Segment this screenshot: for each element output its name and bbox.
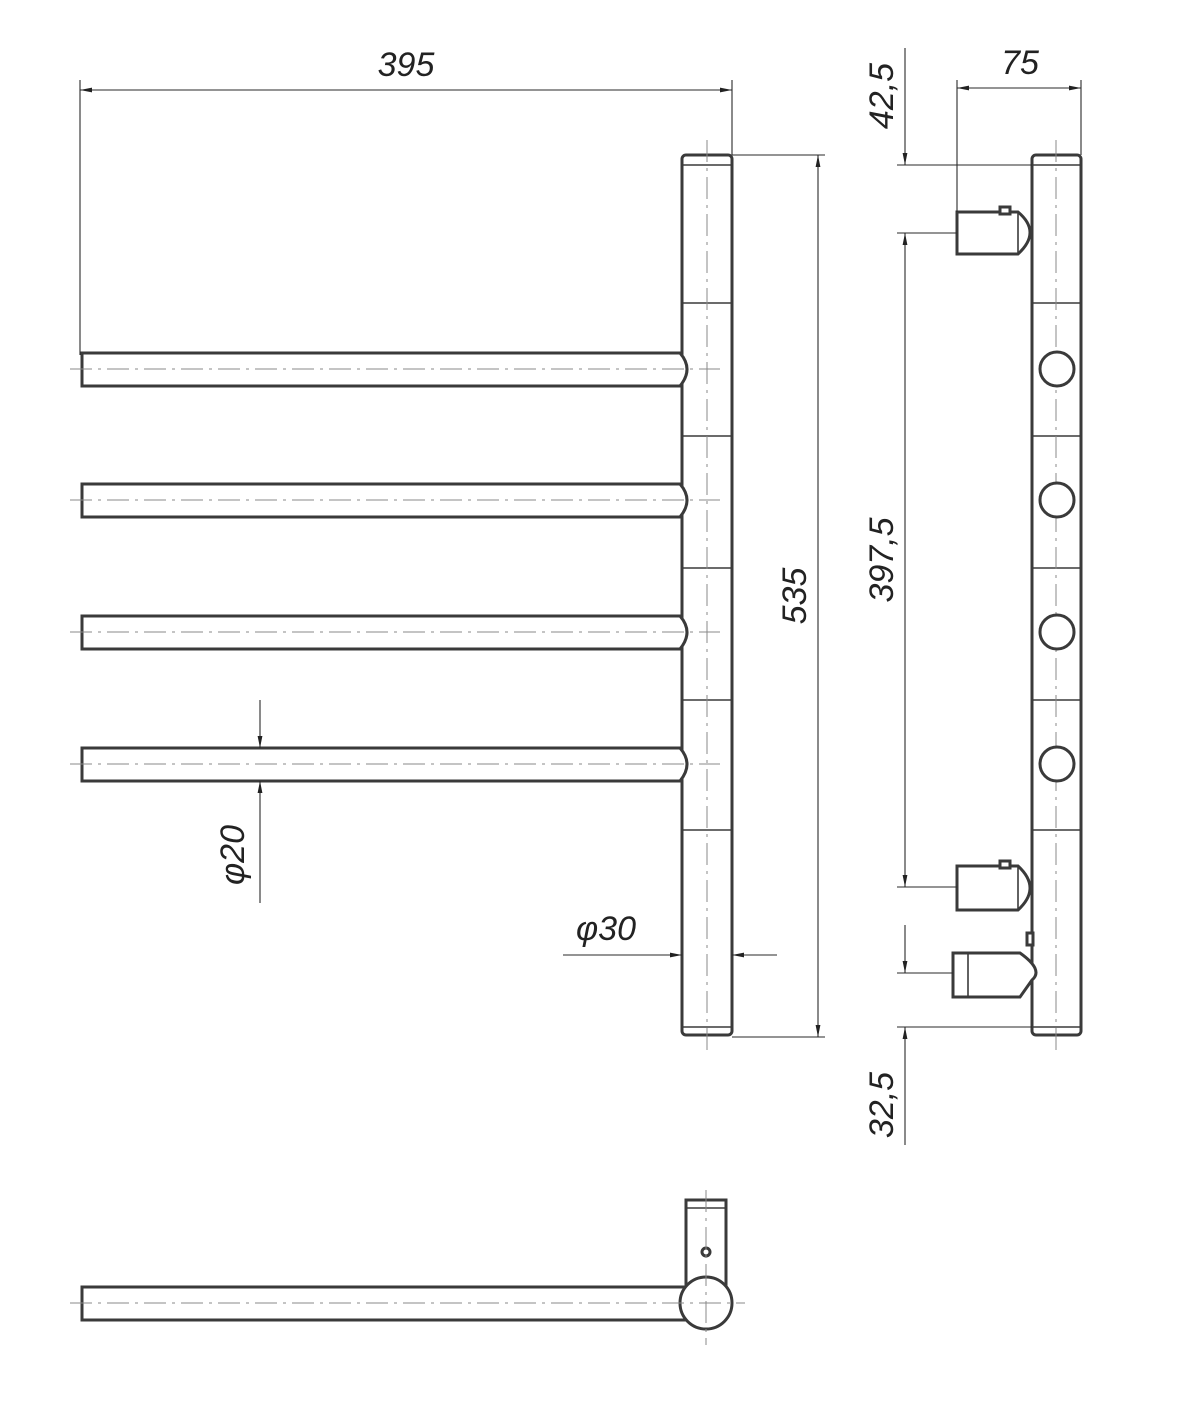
dim-label-connection-spacing: 397,5 [863,517,901,602]
dim-label-width: 395 [378,46,435,84]
dim-label-bar-diameter: φ20 [214,825,252,885]
lower-connector [955,859,1032,912]
top-connector [955,205,1032,256]
dim-label-top-offset: 42,5 [863,63,901,129]
side-view: 75 42,5 397,5 32,5 [863,44,1083,1145]
side-bar-end-2 [1038,481,1076,519]
dim-label-bottom-offset: 32,5 [863,1072,901,1138]
side-bar-end-1 [1038,350,1076,388]
top-screw [700,1246,712,1258]
side-bar-end-3 [1038,613,1076,651]
dim-label-depth: 75 [1001,44,1039,82]
front-view: 395 535 φ20 φ30 [70,46,825,1050]
top-view [70,1190,745,1345]
dim-label-collector-diameter: φ30 [576,910,636,948]
bottom-connector [951,931,1038,999]
dim-label-height: 535 [776,568,814,625]
side-bar-end-4 [1038,745,1076,783]
